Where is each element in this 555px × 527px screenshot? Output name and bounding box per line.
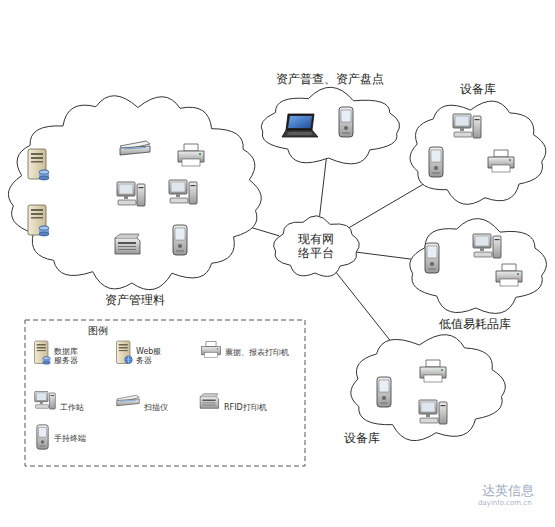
network-link — [319, 158, 326, 221]
cloud-shape — [410, 219, 547, 314]
legend-text: 票据、报表打印机 — [225, 348, 301, 357]
watermark-text: dayinfo.com.cn — [478, 499, 532, 507]
legend-db-server-icon — [35, 341, 51, 364]
legend-text: Web服务器 — [136, 347, 166, 365]
handheld-icon — [425, 243, 439, 273]
cloud-label: 设备库 — [337, 431, 387, 445]
handheld-icon — [173, 225, 187, 255]
printer-icon — [488, 150, 514, 172]
legend-web-server-icon — [117, 341, 133, 364]
rfid-printer-icon — [115, 234, 140, 254]
handheld-icon — [429, 147, 443, 177]
workstation-icon — [117, 182, 145, 206]
cloud-shape — [410, 101, 546, 204]
cloud-outline — [255, 90, 405, 165]
printer-icon — [496, 264, 522, 286]
legend-scanner-icon — [117, 395, 140, 406]
cloud-outline — [405, 220, 550, 315]
network-link — [356, 252, 413, 259]
cloud-label: 设备库 — [445, 82, 510, 96]
cloud-label: 现有网络平台 — [295, 232, 337, 260]
cloud-node: 资产普查、资产盘点 — [255, 90, 405, 165]
cloud-outline — [345, 335, 510, 440]
legend-text: 数据库服务器 — [54, 347, 84, 365]
cloud-node: 资产管理料 — [5, 95, 265, 290]
database-server-icon — [28, 149, 49, 180]
legend-text: 工作站 — [60, 403, 100, 412]
workstation-icon — [169, 180, 197, 204]
laptop-icon — [282, 114, 318, 137]
workstation-icon — [473, 234, 501, 258]
legend-title: 图例 — [88, 324, 108, 338]
legend-handheld-icon — [37, 425, 48, 449]
cloud-outline — [5, 95, 265, 290]
network-link — [346, 182, 427, 230]
scanner-icon — [120, 141, 150, 155]
printer-icon — [420, 360, 446, 382]
cloud-shape — [351, 335, 505, 441]
workstation-icon — [419, 400, 447, 424]
database-server-icon — [28, 205, 49, 236]
cloud-label: 低值易耗品库 — [425, 317, 525, 331]
cloud-label: 资产管理料 — [65, 293, 205, 307]
watermark-text: 达英信息 — [482, 482, 534, 500]
cloud-node: 设备库 — [405, 100, 550, 205]
cloud-shape — [274, 216, 360, 277]
cloud-outline — [405, 100, 550, 205]
workstation-icon — [453, 114, 481, 138]
legend-printer-icon — [202, 341, 221, 357]
watermark-logo — [458, 480, 468, 500]
printer-icon — [178, 144, 204, 166]
cloud-node: 现有网络平台 — [268, 214, 364, 280]
legend-workstation-icon — [35, 391, 56, 409]
legend-text: 手持终端 — [54, 434, 104, 443]
cloud-shape — [8, 96, 261, 290]
legend-text: RFID打印机 — [224, 403, 284, 412]
cloud-node: 低值易耗品库 — [405, 220, 550, 315]
legend-text: 扫描仪 — [144, 403, 184, 412]
handheld-icon — [339, 107, 353, 137]
cloud-node: 设备库 — [345, 335, 510, 440]
network-link — [249, 227, 279, 236]
network-link — [334, 270, 395, 346]
cloud-label: 资产普查、资产盘点 — [260, 72, 400, 86]
cloud-shape — [261, 87, 399, 164]
handheld-icon — [377, 377, 391, 407]
legend-rfid-icon — [200, 394, 218, 409]
